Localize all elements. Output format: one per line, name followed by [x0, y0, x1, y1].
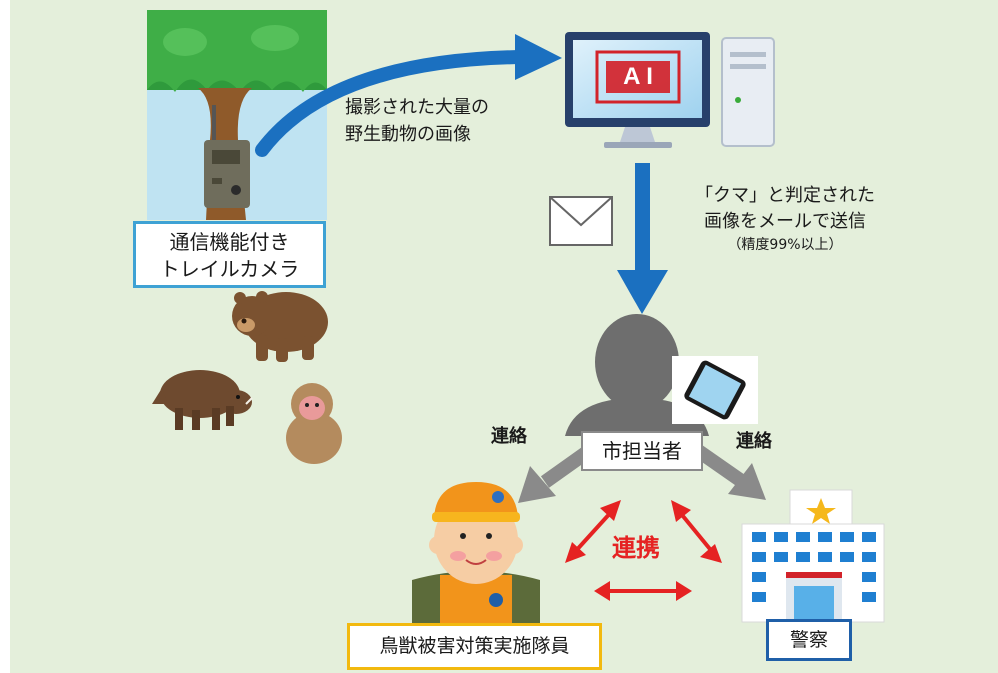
cooperation-arrows	[565, 500, 722, 601]
camera-label-box: 通信機能付き トレイルカメラ	[133, 221, 326, 288]
photo-caption: 撮影された大量の 野生動物の画像	[345, 94, 489, 148]
police-station-icon	[741, 489, 885, 623]
camera-label-line2: トレイルカメラ	[159, 257, 300, 281]
contact-left-arrowhead	[518, 466, 556, 503]
mail-send-arrowhead	[617, 270, 668, 314]
police-label-box: 警察	[766, 619, 852, 661]
hunter-label: 鳥獣被害対策実施隊員	[379, 635, 570, 657]
photo-upload-arrow	[255, 50, 529, 157]
mail-caption-line3: （精度99%以上）	[727, 237, 843, 253]
computer-icon	[565, 32, 775, 148]
monkey-icon	[286, 383, 342, 464]
official-label-box: 市担当者	[581, 431, 703, 471]
boar-icon	[152, 370, 253, 430]
contact-right-arrowhead	[728, 463, 766, 500]
contact-right-label: 連絡	[736, 431, 772, 452]
mail-caption: 「クマ」と判定された 画像をメールで送信 （精度99%以上）	[660, 183, 910, 255]
hunter-label-box: 鳥獣被害対策実施隊員	[347, 623, 602, 670]
contact-right-arrow	[692, 444, 745, 486]
smartphone-icon	[672, 356, 758, 424]
ai-label: A I	[623, 63, 653, 90]
envelope-icon	[549, 196, 613, 246]
contact-left-label: 連絡	[491, 426, 527, 447]
official-label: 市担当者	[602, 439, 682, 463]
mail-caption-line2: 画像をメールで送信	[704, 211, 866, 232]
camera-label-line1: 通信機能付き	[169, 230, 290, 254]
trail-camera-icon	[204, 105, 250, 208]
hunter-icon	[412, 482, 540, 625]
bear-icon	[232, 291, 328, 362]
police-label: 警察	[789, 629, 828, 651]
photo-caption-line1: 撮影された大量の	[345, 97, 489, 118]
mail-caption-line1: 「クマ」と判定された	[695, 185, 875, 206]
photo-upload-arrowhead	[515, 34, 562, 80]
cooperation-label: 連携	[612, 534, 660, 562]
photo-caption-line2: 野生動物の画像	[345, 124, 471, 145]
mail-send-arrow	[635, 163, 650, 273]
